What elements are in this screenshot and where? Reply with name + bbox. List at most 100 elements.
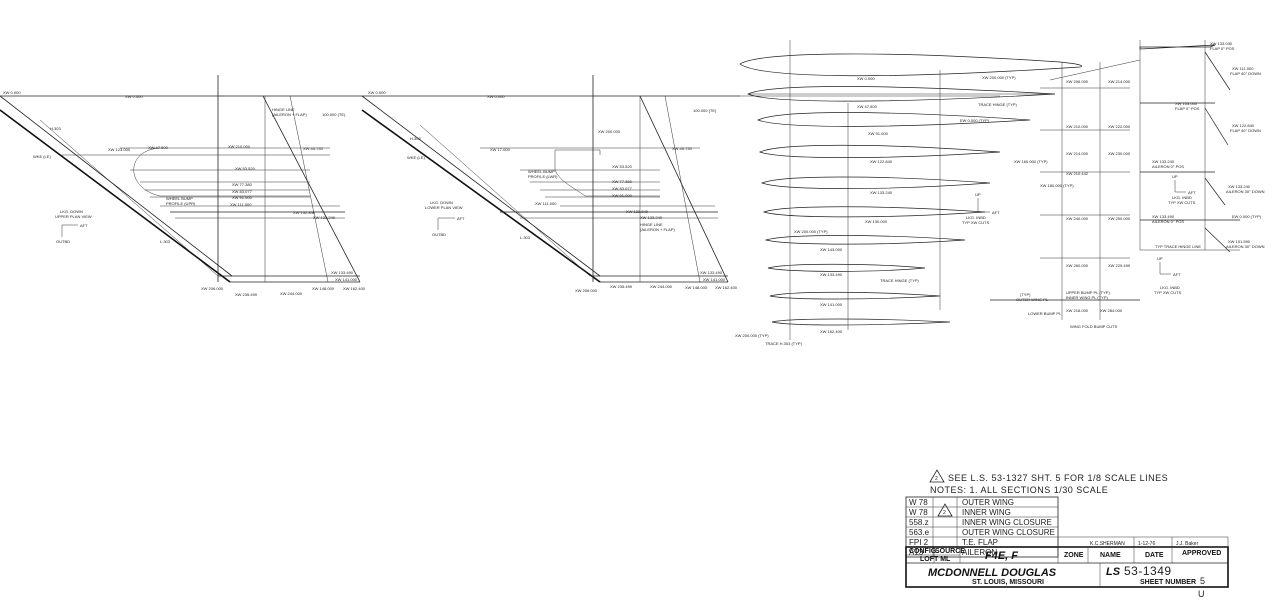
sheet-number: 5 (1200, 576, 1206, 586)
label: FLAP 0° POS (1210, 46, 1235, 51)
label: XW 206.000 (575, 288, 598, 293)
label: XW 133.240 (1228, 184, 1251, 189)
label: 100.000 (TE) (322, 112, 346, 117)
label: XW 216.000 (1066, 308, 1089, 313)
label: XW 133.240 (640, 215, 663, 220)
closure-sections: XW 206.000 XW 214.000 XW 210.000 XW 222.… (990, 59, 1141, 329)
label: EW 0.000 (TYP) (960, 118, 990, 123)
label: XW 284.000 (1100, 308, 1123, 313)
label: XW 111.000 (535, 201, 557, 206)
model-value: F4E, F (985, 550, 1018, 562)
label: XW 200.000 (TYP) (982, 75, 1016, 80)
config-code: A13 (909, 548, 924, 557)
label: XW 0.000 (368, 90, 386, 95)
label: XW 141.000 (335, 277, 358, 282)
lower-plan-view: XW 0.000 XW 0.000 H.303 XW 17.000 XW 200… (360, 75, 740, 293)
notes: 2 SEE L.S. 53-1327 SHT. 5 FOR 1/8 SCALE … (929, 469, 1168, 495)
config-item: AILERON (962, 548, 997, 557)
label: XW 162.400 (343, 286, 366, 291)
label: XW 133.240 (1152, 159, 1175, 164)
label: XW 111.000 (1232, 66, 1254, 71)
view-title: UPPER PLAN VIEW (55, 214, 92, 219)
label: TRACE H.303 (TYP) (765, 341, 803, 346)
label: XW 229.499 (1108, 263, 1131, 268)
label: XW 133.490 (1152, 214, 1175, 219)
approved-label: APPROVED (1182, 550, 1221, 557)
label: INNER WING PL (TYP) (1066, 295, 1109, 300)
label: XW 53.520 (235, 166, 256, 171)
label: EW 0.000 (TYP) (1232, 214, 1262, 219)
label: WHEEL BUMP (528, 169, 555, 174)
label: HINGE LINE (272, 107, 295, 112)
notes-line: NOTES: 1. ALL SECTIONS 1/30 SCALE (930, 485, 1108, 495)
source-label: SOURCE (935, 548, 965, 555)
label: LKG. INBD (1172, 195, 1192, 200)
loft-label: LOFT ML (920, 556, 951, 563)
label: XW 162.400 (715, 285, 738, 290)
revision-marker: 2 (943, 510, 946, 516)
label: XW 103.000 (1175, 101, 1198, 106)
airfoil-sections: XW 0.000 XW 200.000 (TYP) XW 47.500 TRAC… (735, 40, 1083, 346)
label: XW 47.500 (857, 104, 878, 109)
label: XW 77.380 (612, 179, 633, 184)
label: XW 210.000 (1066, 124, 1089, 129)
label: XW 91.000 (612, 193, 633, 198)
label: (AILERON + FLAP) (272, 112, 307, 117)
label: XW 244.000 (650, 284, 673, 289)
label: XW 148.000 (685, 285, 708, 290)
label: WKE (LE) (407, 155, 425, 160)
label: XW 91.000 (868, 131, 889, 136)
date-label: DATE (1145, 552, 1164, 559)
label: H.303 (410, 136, 421, 141)
label: XW 235.499 (235, 292, 258, 297)
label: XW 206.000 (1066, 79, 1089, 84)
sheet-label: SHEET NUMBER (1140, 579, 1196, 586)
label: HINGE LINE (640, 222, 663, 227)
label: XW 222.000 (1108, 124, 1131, 129)
label: XW 200.000 (598, 129, 621, 134)
label: TYP XW CUTS (1168, 200, 1196, 205)
label: AILERON 30° DOWN (1226, 189, 1265, 194)
label: OUTER WING PL (1016, 297, 1049, 302)
label: UP (975, 192, 981, 197)
label: XW 210.000 (228, 144, 251, 149)
label: XW 0.000 (3, 90, 21, 95)
label: XW 214.000 (1108, 79, 1131, 84)
label: AILERON 0° POS (1152, 164, 1184, 169)
label: LKG. INBD (1160, 285, 1180, 290)
label: WHEEL BUMP (166, 196, 193, 201)
label: WING FOLD BUMP CUTS (1070, 324, 1118, 329)
flap-aileron-sections: XW 133.030 FLAP 0° POS XW 111.000 FLAP 4… (1139, 40, 1265, 295)
label: XW 111.000 (230, 202, 252, 207)
config-code: W 78 (909, 508, 928, 517)
label: XW 240.000 (1066, 216, 1089, 221)
config-item: INNER WING (962, 508, 1011, 517)
label: WKE (LE) (33, 154, 51, 159)
label: XW 214.000 (1066, 151, 1089, 156)
label: XW 123.000 (108, 147, 131, 152)
label: 100.000 (TE) (693, 108, 717, 113)
label: XW 45.730 (303, 146, 324, 151)
label: XW 122.840 (870, 159, 893, 164)
label: XW 244.000 (280, 291, 303, 296)
label: (AILERON + FLAP) (640, 227, 675, 232)
label: XW 143.000 (820, 247, 843, 252)
label: XW 91.000 (232, 195, 253, 200)
label: XW 151.590 (1228, 239, 1251, 244)
upper-plan-view: XW 0.000 XW 0.000 H.303 XW 123.000 XW 47… (0, 75, 366, 297)
label: FLAP 0° POS (1175, 106, 1200, 111)
name-label: NAME (1100, 552, 1121, 559)
view-title: LOWER PLAN VIEW (425, 205, 463, 210)
label: AFT (80, 223, 88, 228)
label: XW 133.030 (1210, 41, 1233, 46)
label: LOWER BUMP PL (1028, 311, 1062, 316)
label: XW 148.000 (312, 286, 335, 291)
label: OUTBD (432, 232, 446, 237)
label: AFT (1188, 190, 1196, 195)
label: LKG. INBD (966, 215, 986, 220)
label: XW 141.000 (703, 277, 726, 282)
label: TRACE HINGE (TYP) (880, 278, 920, 283)
label: XW 230.000 (1108, 151, 1131, 156)
label: XW 133.490 (700, 270, 723, 275)
